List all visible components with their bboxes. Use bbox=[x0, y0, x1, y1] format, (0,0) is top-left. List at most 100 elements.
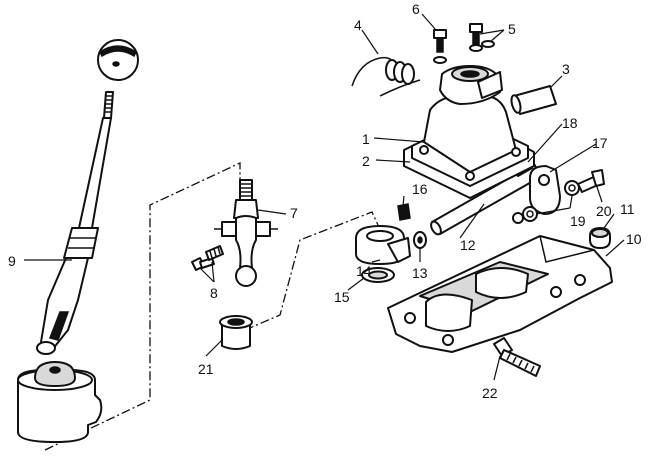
callout-8: 8 bbox=[210, 285, 218, 301]
cover-bolt-hole-2 bbox=[465, 171, 475, 181]
lever-sleeve bbox=[63, 227, 99, 259]
plug bbox=[589, 227, 611, 249]
callout-3: 3 bbox=[562, 61, 570, 77]
cover-lug bbox=[477, 71, 503, 99]
callout-9: 9 bbox=[8, 253, 16, 269]
callout-6: 6 bbox=[412, 1, 420, 17]
grub-screw bbox=[397, 203, 411, 221]
lever-slot bbox=[48, 311, 70, 341]
bolt-6 bbox=[433, 29, 447, 64]
cover-bolt-hole-1 bbox=[419, 145, 429, 155]
callout-1: 1 bbox=[362, 131, 370, 147]
lever-lower bbox=[39, 257, 89, 351]
bush-body bbox=[221, 321, 251, 350]
ring-inner bbox=[368, 270, 388, 280]
washer-lower bbox=[512, 212, 524, 224]
bush bbox=[219, 315, 253, 350]
pivot-thread-lines bbox=[240, 183, 252, 197]
socket-top bbox=[366, 230, 394, 242]
spring-coil-3 bbox=[401, 63, 415, 85]
rod-end bbox=[430, 220, 442, 236]
lever-sleeve-bands bbox=[68, 237, 96, 249]
leader-7 bbox=[257, 209, 287, 215]
callout-5: 5 bbox=[508, 21, 516, 37]
leader-17 bbox=[549, 143, 597, 173]
bolt-5-shank bbox=[472, 31, 480, 45]
plate-body bbox=[529, 165, 561, 215]
housing-bolt-hole-1 bbox=[574, 274, 586, 286]
grub-screw-body bbox=[397, 203, 411, 221]
lever-shaft bbox=[78, 117, 112, 229]
callout-7: 7 bbox=[290, 205, 298, 221]
nut-lower bbox=[522, 206, 538, 222]
bolt-20-head bbox=[591, 169, 605, 187]
assembly-line-lever-to-pivot bbox=[44, 161, 241, 451]
leader-lines bbox=[24, 13, 625, 381]
ring bbox=[361, 267, 395, 283]
lever-base-housing bbox=[17, 361, 103, 443]
gearbox-housing bbox=[387, 235, 613, 353]
bolt-5-washer-2 bbox=[481, 40, 495, 48]
lever-ball bbox=[36, 341, 56, 355]
callout-15: 15 bbox=[334, 289, 350, 305]
plate-hole bbox=[538, 174, 550, 186]
cover-bolt-hole-3 bbox=[511, 147, 521, 157]
washer-hole bbox=[417, 236, 423, 244]
housing-bolt-hole-3 bbox=[404, 312, 416, 324]
lever-plate bbox=[529, 165, 561, 215]
pivot-stem bbox=[235, 215, 257, 269]
callout-17: 17 bbox=[592, 135, 608, 151]
leader-5 bbox=[479, 29, 505, 43]
bush-bore bbox=[227, 318, 245, 326]
housing-cavity-right bbox=[475, 267, 529, 299]
bolt-5-head bbox=[469, 23, 483, 33]
pivot-lever bbox=[214, 179, 278, 287]
leader-21 bbox=[205, 339, 223, 357]
bolts-5 bbox=[469, 23, 495, 52]
bolt-6-shank bbox=[436, 37, 444, 53]
set-screw-threads bbox=[506, 353, 535, 373]
callout-20: 20 bbox=[596, 203, 612, 219]
housing-bolt-hole-4 bbox=[442, 334, 454, 346]
small-bolts bbox=[191, 245, 224, 271]
leader-10 bbox=[605, 239, 625, 257]
leader-6 bbox=[421, 13, 437, 31]
callout-10: 10 bbox=[626, 231, 642, 247]
leader-4 bbox=[361, 29, 379, 55]
roller bbox=[510, 85, 557, 115]
roller-end bbox=[510, 94, 522, 114]
bolt-6-washer bbox=[433, 56, 447, 64]
gear-lever-assembly bbox=[36, 39, 139, 355]
callout-11: 11 bbox=[620, 201, 635, 217]
housing-dome bbox=[34, 361, 76, 387]
callout-18: 18 bbox=[562, 115, 578, 131]
callout-16: 16 bbox=[412, 181, 428, 197]
leader-22 bbox=[493, 355, 501, 381]
lever-thread-lines bbox=[105, 95, 112, 113]
pivot-collar bbox=[233, 199, 259, 219]
callout-21: 21 bbox=[198, 361, 214, 377]
washer bbox=[413, 231, 427, 249]
bolt-5-washer-1 bbox=[469, 44, 483, 52]
plug-top bbox=[591, 228, 609, 238]
housing-cavity-left bbox=[425, 293, 473, 332]
leader-1 bbox=[373, 137, 425, 143]
spring-arm-right bbox=[379, 79, 421, 97]
pivot-ball bbox=[235, 265, 257, 287]
callout-14: 14 bbox=[356, 263, 372, 279]
lever-knob-top bbox=[99, 45, 137, 58]
nuts bbox=[512, 180, 580, 224]
callout-2: 2 bbox=[362, 153, 370, 169]
housing-bolt-hole-2 bbox=[550, 286, 562, 298]
leader-20 bbox=[595, 183, 603, 203]
bolt-6-head bbox=[433, 29, 447, 39]
bolt-20 bbox=[577, 169, 605, 193]
nut-upper-hole bbox=[568, 184, 576, 192]
torsion-spring bbox=[351, 56, 421, 97]
leader-15 bbox=[347, 277, 365, 291]
leader-18 bbox=[527, 123, 563, 163]
callout-labels: 1 2 3 4 5 6 7 8 9 10 11 12 13 14 15 16 1… bbox=[8, 1, 642, 401]
spring-pin-coils bbox=[209, 246, 221, 259]
